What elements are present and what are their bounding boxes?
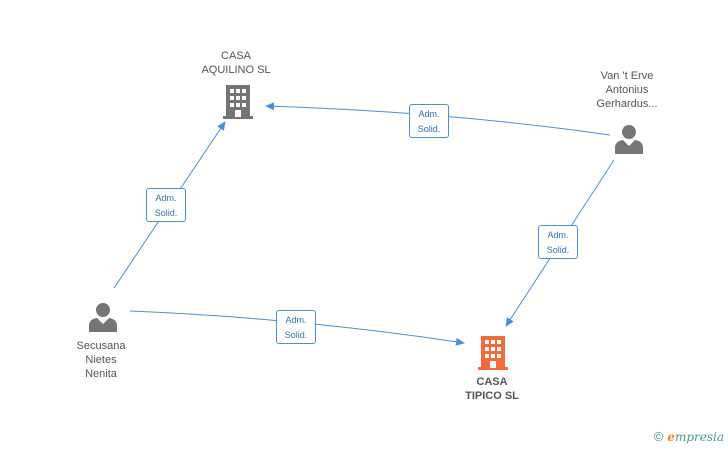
- edge-label-secusana-tipico[interactable]: Adm. Solid.: [276, 310, 316, 344]
- copyright-symbol: ©: [653, 429, 664, 444]
- edge-label-line: Adm.: [155, 193, 177, 203]
- edge-label-vanterve-tipico[interactable]: Adm. Solid.: [538, 225, 578, 259]
- node-name-line: AQUILINO SL: [201, 64, 271, 76]
- edge-label-line: Solid.: [417, 124, 441, 134]
- edge-label-secusana-aquilino[interactable]: Adm. Solid.: [146, 188, 186, 222]
- edge-label-line: Solid.: [546, 245, 570, 255]
- edge-label-line: Adm.: [285, 315, 307, 325]
- building-icon[interactable]: [222, 83, 254, 119]
- node-label-casa-tipico[interactable]: CASA TIPICO SL: [452, 375, 532, 403]
- edge-label-vanterve-aquilino[interactable]: Adm. Solid.: [409, 104, 449, 138]
- person-icon[interactable]: [88, 302, 118, 332]
- node-name-line: TIPICO SL: [465, 390, 519, 402]
- node-name-line: Nenita: [85, 368, 117, 380]
- brand-initial: e: [667, 429, 675, 444]
- node-name-line: CASA: [476, 376, 508, 388]
- edge-label-line: Adm.: [418, 109, 440, 119]
- node-label-casa-aquilino[interactable]: CASA AQUILINO SL: [196, 49, 276, 77]
- node-name-line: Gerhardus...: [596, 98, 658, 110]
- node-name-line: Antonius: [605, 84, 649, 96]
- brand-name: mpresia: [674, 429, 724, 444]
- node-name-line: Secusana: [76, 340, 126, 352]
- person-icon[interactable]: [614, 124, 644, 154]
- node-label-secusana[interactable]: Secusana Nietes Nenita: [56, 339, 146, 381]
- edge-label-line: Adm.: [547, 230, 569, 240]
- building-icon-main[interactable]: [477, 334, 509, 370]
- node-name-line: Van 't Erve: [600, 70, 654, 82]
- brand-logo: © empresia: [654, 429, 724, 444]
- node-name-line: CASA: [221, 50, 251, 62]
- node-name-line: Nietes: [85, 354, 117, 366]
- edge-label-line: Solid.: [284, 330, 308, 340]
- node-label-van-t-erve[interactable]: Van 't Erve Antonius Gerhardus...: [582, 69, 672, 111]
- edge-label-line: Solid.: [154, 208, 178, 218]
